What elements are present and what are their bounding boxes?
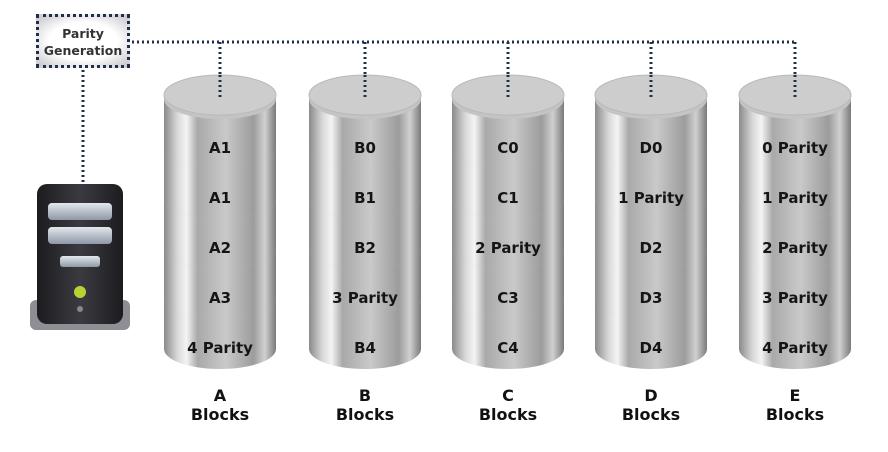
disk-caption: Blocks [621, 405, 681, 424]
disk-caption: Blocks [190, 405, 250, 424]
disk-letter: C [502, 386, 514, 405]
block-label: 1 Parity [618, 189, 684, 207]
disk-caption: Blocks [478, 405, 538, 424]
disk-letter: A [213, 386, 227, 405]
block-label: A3 [209, 289, 231, 307]
server-icon [30, 184, 130, 330]
parity-box-line2: Generation [43, 43, 123, 58]
block-label: D2 [640, 239, 663, 257]
parity-generation-box: Parity Generation [36, 14, 130, 68]
parity-box-line1: Parity [62, 26, 104, 41]
block-label: C0 [497, 139, 518, 157]
block-label: C1 [497, 189, 518, 207]
block-label: C3 [497, 289, 518, 307]
block-label: 4 Parity [187, 339, 253, 357]
block-label: D3 [640, 289, 663, 307]
block-label: B2 [354, 239, 376, 257]
block-label: 3 Parity [762, 289, 828, 307]
disk-caption: Blocks [765, 405, 825, 424]
block-label: A1 [209, 189, 231, 207]
block-label: 4 Parity [762, 339, 828, 357]
block-label: 3 Parity [332, 289, 398, 307]
block-label: A1 [209, 139, 231, 157]
block-label: B1 [354, 189, 376, 207]
block-label: D0 [640, 139, 663, 157]
connector-lines [81, 40, 797, 184]
block-label: 0 Parity [762, 139, 828, 157]
block-label: 1 Parity [762, 189, 828, 207]
disk-letter: B [358, 386, 372, 405]
block-label: A2 [209, 239, 231, 257]
block-label: B0 [354, 139, 376, 157]
block-label: B4 [354, 339, 376, 357]
disk-letter: D [644, 386, 658, 405]
disk-letter: E [789, 386, 801, 405]
block-label: D4 [640, 339, 663, 357]
disk-e: 0 Parity 1 Parity 2 Parity 3 Parity 4 Parity [738, 74, 852, 369]
disk-caption: Blocks [335, 405, 395, 424]
block-label: 2 Parity [475, 239, 541, 257]
block-label: C4 [497, 339, 518, 357]
block-label: 2 Parity [762, 239, 828, 257]
